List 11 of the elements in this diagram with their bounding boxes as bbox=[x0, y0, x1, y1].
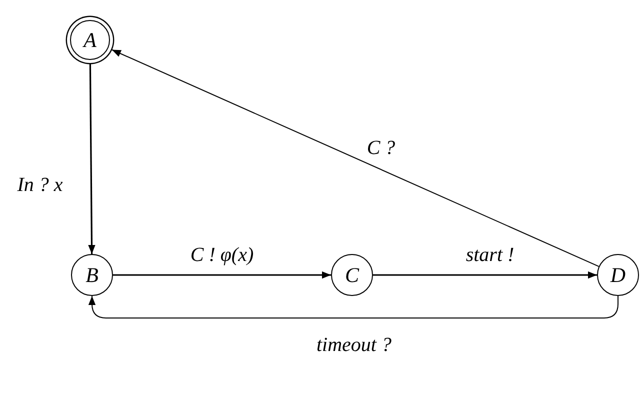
arrow bbox=[111, 49, 600, 267]
state-circle bbox=[71, 254, 113, 296]
state-circle bbox=[331, 254, 373, 296]
arrow bbox=[113, 271, 331, 279]
state-circle bbox=[597, 254, 639, 296]
state-name: A bbox=[84, 30, 96, 50]
state-name: C bbox=[344, 264, 359, 286]
state-name: B bbox=[86, 264, 98, 286]
arrow bbox=[88, 296, 618, 318]
arrow bbox=[373, 271, 597, 279]
state-name: D bbox=[610, 264, 626, 286]
